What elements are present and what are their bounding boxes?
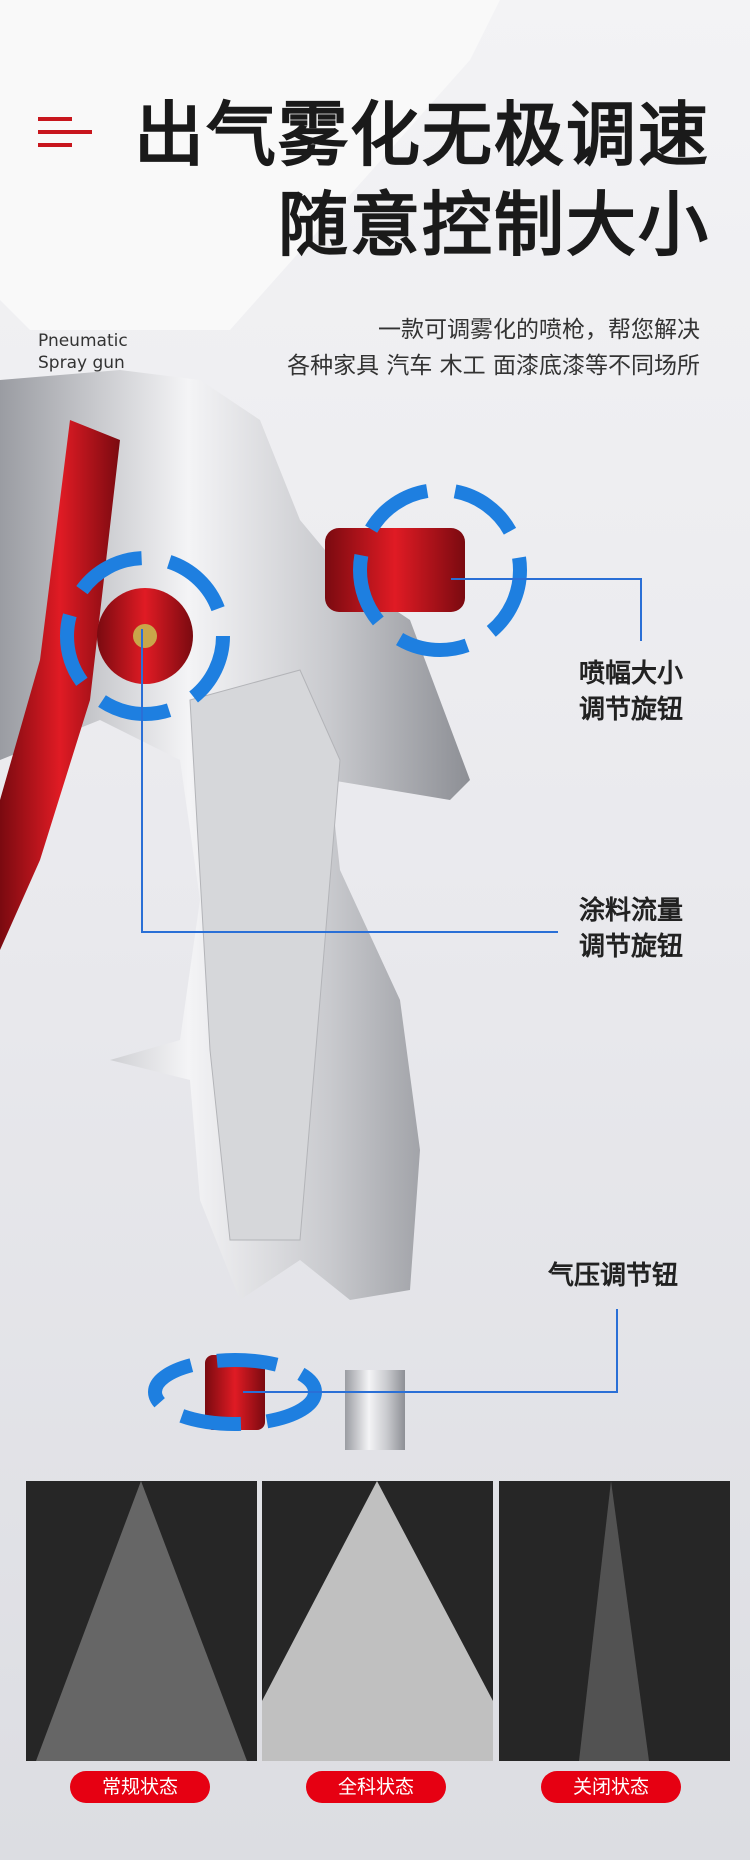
grip-texture (189, 669, 341, 1241)
spray-image-full (262, 1481, 493, 1761)
spray-width-label: 喷幅大小 调节旋钮 (579, 656, 683, 728)
product-en-line1: Pneumatic (38, 331, 128, 351)
state-badge-closed: 关闭状态 (541, 1771, 681, 1803)
rotate-arrow-icon (60, 483, 527, 1431)
subtitle-line1: 一款可调雾化的喷枪，帮您解决 (378, 317, 700, 343)
spray-image-normal (26, 1481, 257, 1761)
state-badge-normal: 常规状态 (70, 1771, 210, 1803)
spray-width-line2: 调节旋钮 (579, 695, 684, 725)
menu-icon[interactable] (38, 117, 92, 149)
subtitle-line2: 各种家具 汽车 木工 面漆底漆等不同场所 (287, 353, 700, 379)
spray-width-line1: 喷幅大小 (579, 659, 684, 689)
air-inlet (345, 1370, 405, 1450)
paint-flow-line2: 调节旋钮 (579, 932, 684, 962)
paint-flow-line1: 涂料流量 (579, 896, 684, 926)
headline-line1: 出气雾化无极调速 (134, 94, 710, 176)
spray-width-knob (325, 528, 465, 612)
state-badge-full: 全科状态 (306, 1771, 446, 1803)
paint-flow-label: 涂料流量 调节旋钮 (579, 893, 683, 965)
air-pressure-label: 气压调节钮 (548, 1261, 679, 1291)
headline-line2: 随意控制大小 (278, 184, 710, 266)
spray-image-closed (499, 1481, 730, 1761)
product-en-line2: Spray gun (38, 353, 125, 373)
callout-lines (141, 578, 642, 1393)
trigger (0, 420, 120, 950)
spray-gun-illustration (0, 0, 642, 1450)
paint-cup (0, 0, 500, 330)
air-pressure-knob (205, 1355, 265, 1430)
